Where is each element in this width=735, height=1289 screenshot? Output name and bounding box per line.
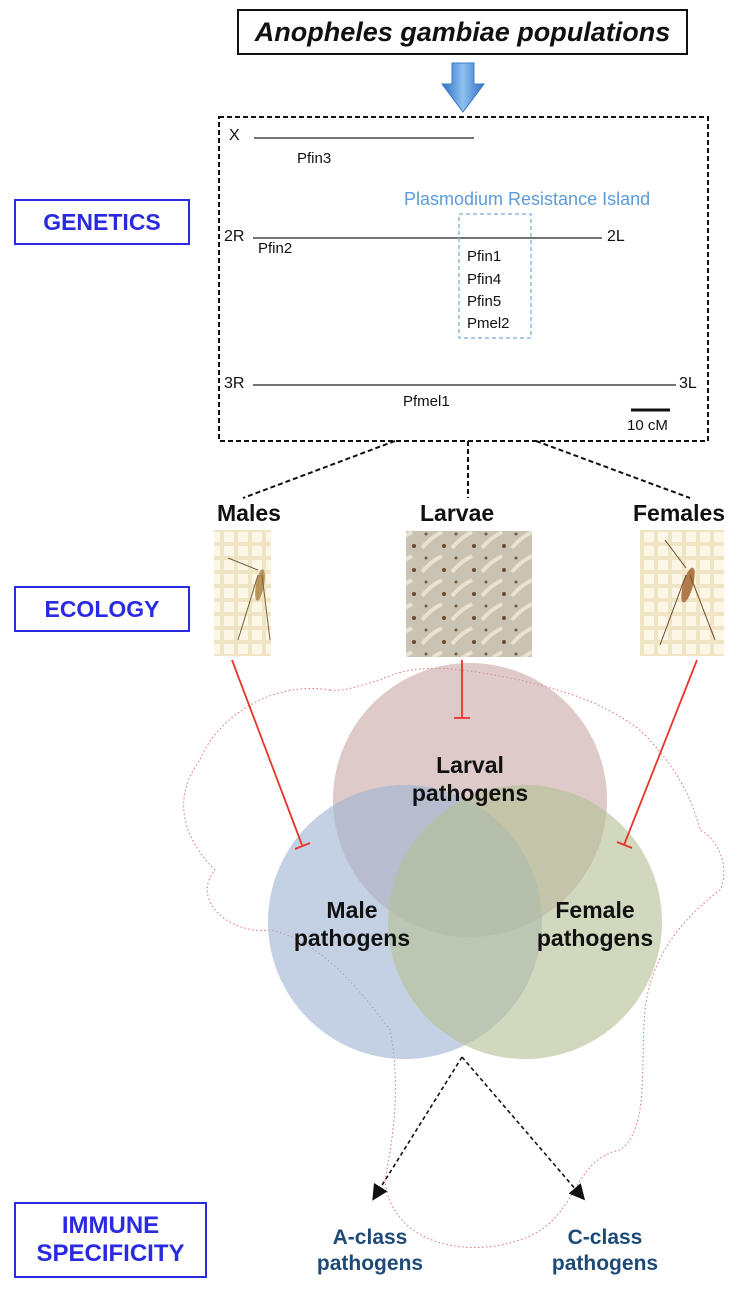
immune-specificity-label: IMMUNE SPECIFICITY <box>14 1202 207 1278</box>
chromosome-3l-label: 3L <box>679 375 697 393</box>
c-class-pathogens-label: C-class pathogens <box>530 1225 680 1276</box>
gene-pfin5: Pfin5 <box>467 293 501 310</box>
resistance-island-title: Plasmodium Resistance Island <box>404 189 650 210</box>
connector-females <box>536 441 690 498</box>
females-photo <box>640 530 724 656</box>
males-photo <box>214 530 271 656</box>
larval-pathogens-label: Larval pathogens <box>400 752 540 807</box>
group-larvae: Larvae <box>420 500 494 527</box>
larval-label-line1: Larval <box>400 752 540 780</box>
genetic-map-frame <box>219 117 708 441</box>
arrow-to-a-class <box>374 1057 462 1198</box>
female-label-line1: Female <box>520 897 670 925</box>
c-class-line1: C-class <box>530 1225 680 1251</box>
chromosome-2r-label: 2R <box>224 228 244 246</box>
larvae-photo <box>406 531 532 657</box>
down-arrow-icon <box>442 63 484 112</box>
gene-pmel2: Pmel2 <box>467 315 510 332</box>
gene-pfin2: Pfin2 <box>258 240 292 257</box>
chromosome-3r-label: 3R <box>224 375 244 393</box>
female-label-line2: pathogens <box>520 925 670 953</box>
connector-males <box>243 441 395 498</box>
gene-pfin4: Pfin4 <box>467 271 501 288</box>
immune-label-line2: SPECIFICITY <box>36 1240 184 1268</box>
group-males: Males <box>217 500 281 527</box>
gene-pfin3: Pfin3 <box>297 150 331 167</box>
gene-pfin1: Pfin1 <box>467 248 501 265</box>
immune-label-line1: IMMUNE <box>36 1212 184 1240</box>
inhibit-females <box>617 660 697 848</box>
a-class-pathogens-label: A-class pathogens <box>295 1225 445 1276</box>
ecology-label-text: ECOLOGY <box>44 596 159 623</box>
male-label-line1: Male <box>282 897 422 925</box>
genetics-label: GENETICS <box>14 199 190 245</box>
chromosome-2l-label: 2L <box>607 228 625 246</box>
larval-label-line2: pathogens <box>400 780 540 808</box>
scale-bar-label: 10 cM <box>627 417 668 434</box>
chromosome-x-label: X <box>229 127 240 145</box>
female-pathogens-label: Female pathogens <box>520 897 670 952</box>
c-class-line2: pathogens <box>530 1251 680 1277</box>
group-females: Females <box>633 500 725 527</box>
ecology-label: ECOLOGY <box>14 586 190 632</box>
a-class-line2: pathogens <box>295 1251 445 1277</box>
male-pathogens-label: Male pathogens <box>282 897 422 952</box>
gene-pfmel1: Pfmel1 <box>403 393 450 410</box>
male-label-line2: pathogens <box>282 925 422 953</box>
arrow-to-c-class <box>462 1057 583 1198</box>
genetics-label-text: GENETICS <box>43 209 161 236</box>
a-class-line1: A-class <box>295 1225 445 1251</box>
inhibit-males <box>232 660 310 849</box>
